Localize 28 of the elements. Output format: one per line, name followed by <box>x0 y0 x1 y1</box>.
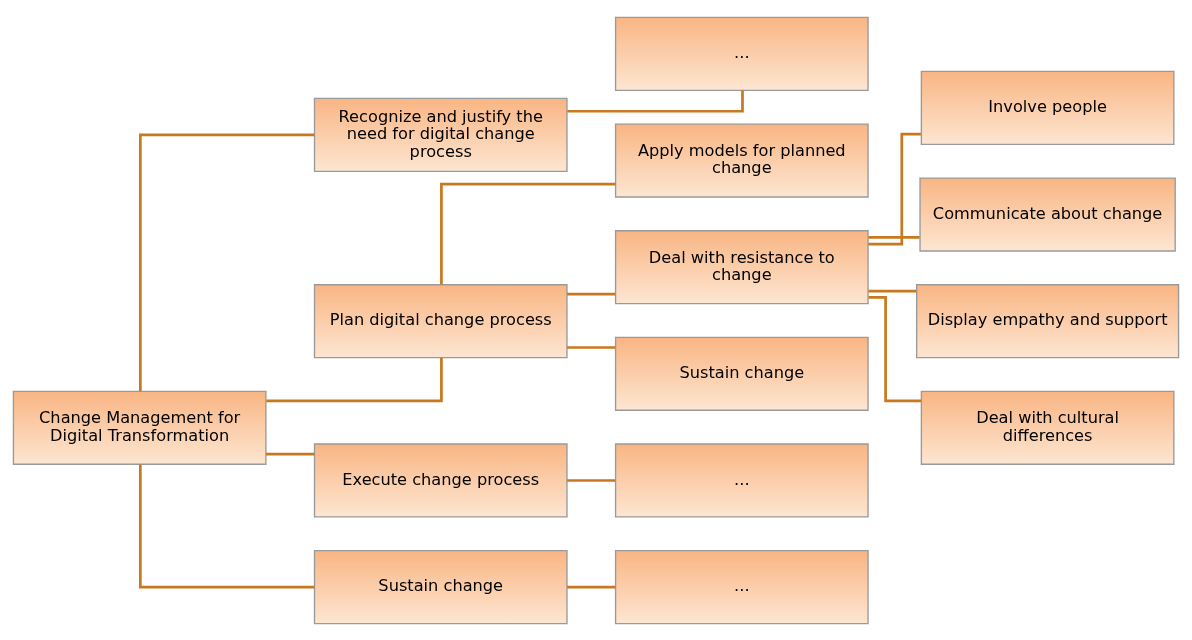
node-box: Sustain change <box>313 549 568 624</box>
node-box: Display empathy and support <box>915 283 1180 358</box>
node-box: Deal with cultural differences <box>920 390 1175 465</box>
node-box: ... <box>614 549 869 624</box>
connector <box>266 452 315 455</box>
connector <box>266 357 443 402</box>
node-box: Deal with resistance to change <box>614 229 869 304</box>
connector <box>567 90 744 113</box>
node-box: Recognize and justify the need for digital change process <box>313 97 568 172</box>
connector <box>139 463 315 588</box>
connector <box>567 292 616 296</box>
connector <box>868 295 922 402</box>
connector <box>567 585 616 588</box>
node-box: Apply models for planned change <box>614 122 869 198</box>
connector <box>868 235 920 239</box>
node-box: ... <box>614 442 869 518</box>
connector <box>868 289 917 292</box>
connector <box>567 478 616 482</box>
node-box: Change Management for Digital Transformation <box>12 390 267 465</box>
node-box: Sustain change <box>614 336 869 411</box>
node-box: Plan digital change process <box>313 283 568 358</box>
connector <box>139 133 315 391</box>
node-box: Involve people <box>920 70 1175 145</box>
connector <box>567 345 616 349</box>
node-box: Execute change process <box>313 442 568 518</box>
connector <box>440 182 616 284</box>
node-box: ... <box>614 16 869 91</box>
node-box: Communicate about change <box>919 176 1176 252</box>
